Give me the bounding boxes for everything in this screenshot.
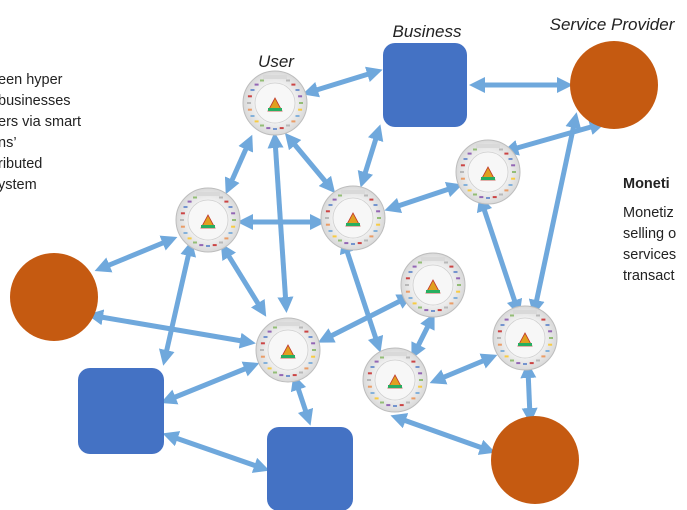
user-wheel-icon <box>255 317 321 383</box>
bidirectional-arrow <box>284 132 336 194</box>
bidirectional-arrow <box>162 431 270 473</box>
bidirectional-arrow <box>160 361 260 405</box>
left-text-line: ns’ <box>0 135 17 151</box>
bidirectional-arrow <box>339 237 384 353</box>
bidirectional-arrow <box>302 66 383 98</box>
user-wheel-icon <box>175 187 241 253</box>
left-text-line: een hyper <box>0 72 63 88</box>
service-provider-node-bottom <box>491 416 579 504</box>
user-label: User <box>258 52 295 71</box>
bidirectional-arrow <box>528 112 582 316</box>
bidirectional-arrow <box>290 374 314 426</box>
business-node-bottom <box>267 427 353 510</box>
user-wheel-icon <box>320 185 386 251</box>
user-wheel-icon <box>492 305 558 371</box>
bidirectional-arrow <box>224 134 254 195</box>
connection-arrows <box>87 66 606 473</box>
monetization-line: services <box>623 247 677 263</box>
business-node-top <box>383 43 467 127</box>
monetization-line: selling o <box>623 226 677 242</box>
business-node-left <box>78 368 164 454</box>
user-wheel-icon <box>242 70 308 136</box>
bidirectional-arrow <box>357 124 384 188</box>
bidirectional-arrow <box>411 312 435 360</box>
bidirectional-arrow <box>220 243 267 317</box>
monetization-line: Monetiz <box>623 205 674 221</box>
bidirectional-arrow <box>158 240 197 366</box>
user-wheels <box>175 70 558 413</box>
service-provider-node-top <box>570 41 658 129</box>
service-provider-label: Service Provider <box>550 15 676 34</box>
monetization-heading: Moneti <box>623 176 670 192</box>
business-label: Business <box>393 22 462 41</box>
service-provider-node-left <box>10 253 98 341</box>
user-wheel-icon <box>455 139 521 205</box>
monetization-line: transact <box>623 268 675 284</box>
left-text-line: ers via smart <box>0 114 81 130</box>
bidirectional-arrow <box>87 309 256 349</box>
bidirectional-arrow <box>390 413 496 455</box>
user-wheel-icon <box>362 347 428 413</box>
left-text-line: businesses <box>0 93 71 109</box>
bidirectional-arrow <box>476 195 523 316</box>
user-wheel-icon <box>400 252 466 318</box>
bidirectional-arrow <box>94 235 178 273</box>
left-text-line: ystem <box>0 177 37 193</box>
left-description-text: een hyper businesses ers via smart ns’ r… <box>0 70 81 196</box>
bidirectional-arrow <box>502 119 606 156</box>
bidirectional-arrow <box>520 362 538 424</box>
monetization-text: Moneti Monetiz selling o services transa… <box>623 174 676 287</box>
bidirectional-arrow <box>429 353 498 385</box>
bidirectional-arrow <box>384 181 463 214</box>
left-text-line: ributed <box>0 156 43 172</box>
